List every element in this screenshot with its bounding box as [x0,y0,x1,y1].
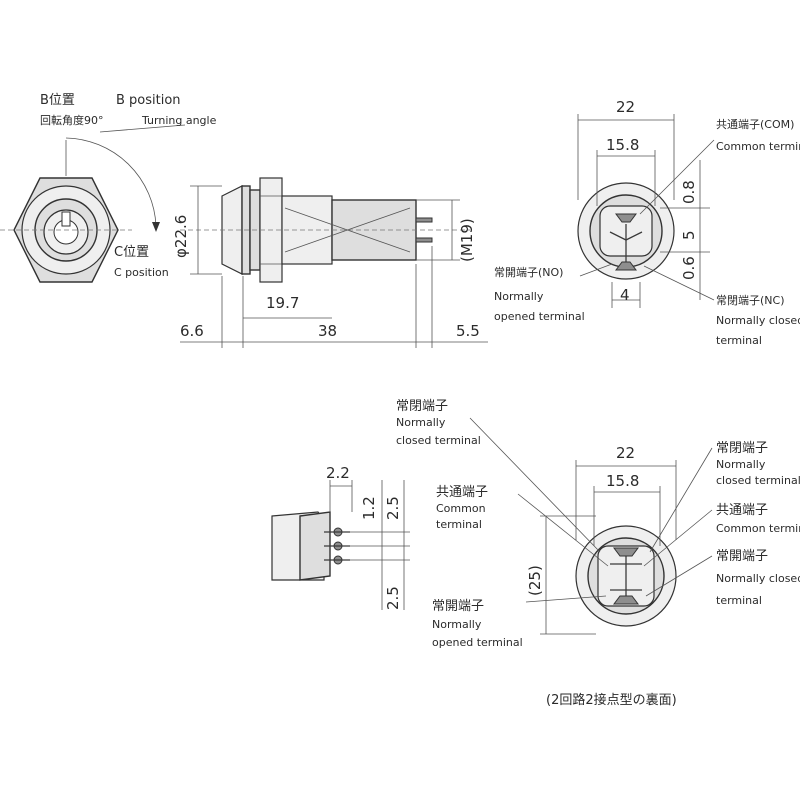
r1-no-en-2: opened terminal [494,310,585,323]
r2-no-left-en-2: opened terminal [432,636,523,649]
r2-no-right-en-1: Normally closed [716,572,800,585]
front-view [0,124,186,283]
b-position-jp: B位置 [40,93,75,108]
dim-19-7: 19.7 [266,294,299,312]
turning-angle-jp: 回転角度90° [40,113,104,127]
turning-angle-en: Turning angle [141,114,217,127]
r2-nc-right-en-1: Normally [716,458,766,471]
r1-no-en-1: Normally [494,290,544,303]
r1-dim-15-8: 15.8 [606,136,639,154]
r1-com-en: Common terminal [716,140,800,153]
r1-nc-en-2: terminal [716,334,762,347]
r2-nc-right-jp: 常閉端子 [716,441,768,456]
c-position-jp: C位置 [114,245,149,260]
r1-nc-jp: 常閉端子(NC) [716,294,785,307]
dim-5-5: 5.5 [456,322,480,340]
r2-nc-left-jp: 常閉端子 [396,399,448,414]
b-position-en: B position [116,93,181,108]
r2-no-left-en-1: Normally [432,618,482,631]
rear-view-2 [469,417,713,635]
r2-com-left-en-2: terminal [436,518,482,531]
r1-dim-22: 22 [616,98,635,116]
r2-no-left-jp: 常開端子 [432,599,484,614]
r2-dim-25: (25) [526,565,544,596]
td-dim-2-5-top: 2.5 [384,496,402,520]
td-dim-1-2: 1.2 [360,496,378,520]
r1-dim-0-6: 0.6 [680,256,698,280]
r1-dim-5: 5 [680,230,698,240]
r2-no-right-en-2: terminal [716,594,762,607]
r2-com-left-jp: 共通端子 [436,485,488,500]
dim-6-6: 6.6 [180,322,204,340]
r2-nc-right-en-2: closed terminal [716,474,800,487]
rear-view-caption: (2回路2接点型の裏面) [546,692,677,708]
dim-38: 38 [318,322,337,340]
dim-diameter: φ22.6 [172,215,190,258]
r1-no-jp: 常開端子(NO) [494,266,563,279]
td-dim-2-2: 2.2 [326,464,350,482]
r1-dim-0-8: 0.8 [680,180,698,204]
r2-com-left-en-1: Common [436,502,486,515]
side-view [180,177,488,348]
r1-com-jp: 共通端子(COM) [716,118,794,131]
r2-dim-22: 22 [616,444,635,462]
c-position-en: C position [114,266,169,279]
r2-nc-left-en-1: Normally [396,416,446,429]
r2-nc-left-en-2: closed terminal [396,434,481,447]
r1-nc-en-1: Normally closed [716,314,800,327]
terminal-detail [271,480,410,610]
dim-thread: (M19) [458,218,476,262]
r2-com-right-en: Common terminal [716,522,800,535]
rear-view-1 [577,114,715,308]
r1-dim-4: 4 [620,286,630,304]
td-dim-2-5-bottom: 2.5 [384,586,402,610]
r2-com-right-jp: 共通端子 [716,503,768,518]
r2-dim-15-8: 15.8 [606,472,639,490]
r2-no-right-jp: 常開端子 [716,549,768,564]
